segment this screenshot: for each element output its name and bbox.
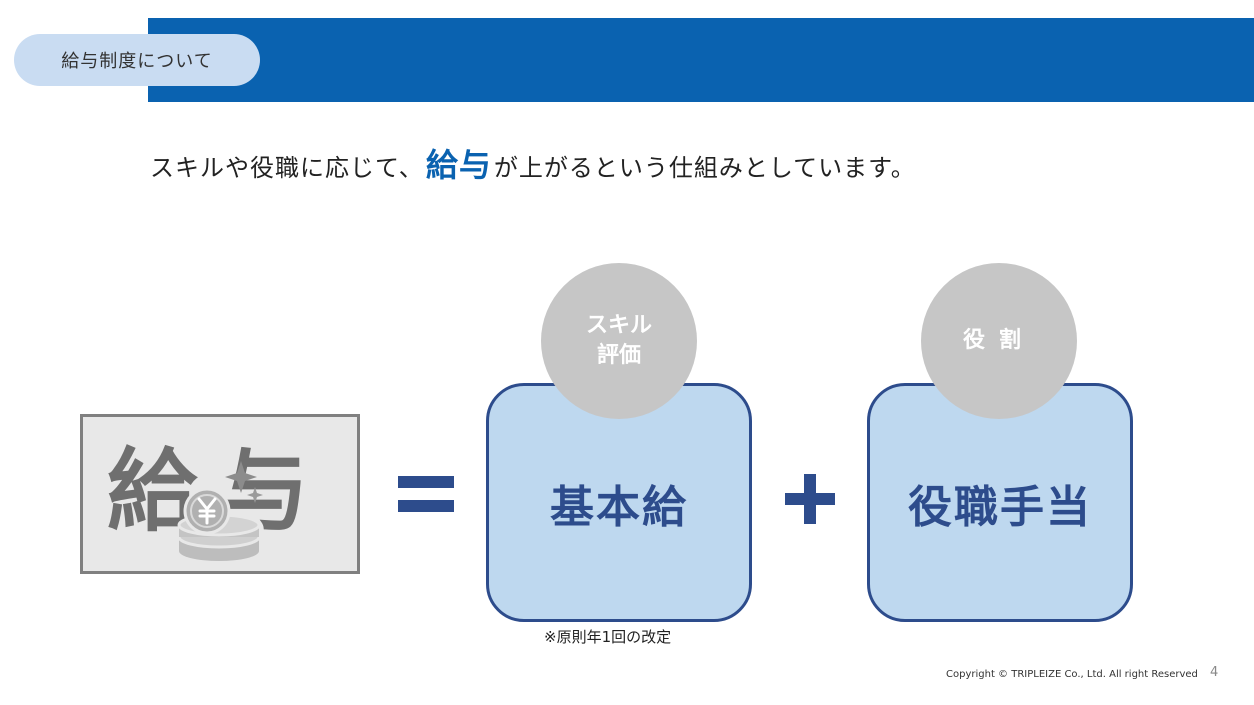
- plus-icon: [785, 474, 835, 524]
- role-badge-label: 役割: [962, 328, 1035, 353]
- salary-box: 給与: [80, 414, 360, 574]
- headline-highlight: 給与: [425, 146, 492, 184]
- yen-coin-icon: [177, 461, 263, 561]
- headline-before: スキルや役職に応じて、: [150, 154, 424, 182]
- copyright: Copyright © TRIPLEIZE Co., Ltd. All righ…: [946, 669, 1198, 680]
- position-allowance-label: 役職手当: [908, 481, 1092, 533]
- headline-after: が上がるという仕組みとしています。: [493, 154, 916, 182]
- section-title: 給与制度について: [14, 34, 260, 86]
- skill-badge-line2: 評価: [596, 343, 641, 368]
- equals-icon: [398, 476, 454, 512]
- base-pay-label: 基本給: [550, 481, 688, 533]
- role-badge: 役割: [921, 263, 1077, 419]
- base-pay-card: 基本給: [486, 383, 752, 622]
- skill-badge-line1: スキル: [585, 313, 652, 338]
- header-bar: [148, 18, 1254, 102]
- revision-note: ※原則年1回の改定: [544, 628, 672, 646]
- headline: スキルや役職に応じて、給与が上がるという仕組みとしています。: [150, 140, 1050, 200]
- page-number: 4: [1210, 665, 1219, 680]
- skill-evaluation-badge: スキル 評価: [541, 263, 697, 419]
